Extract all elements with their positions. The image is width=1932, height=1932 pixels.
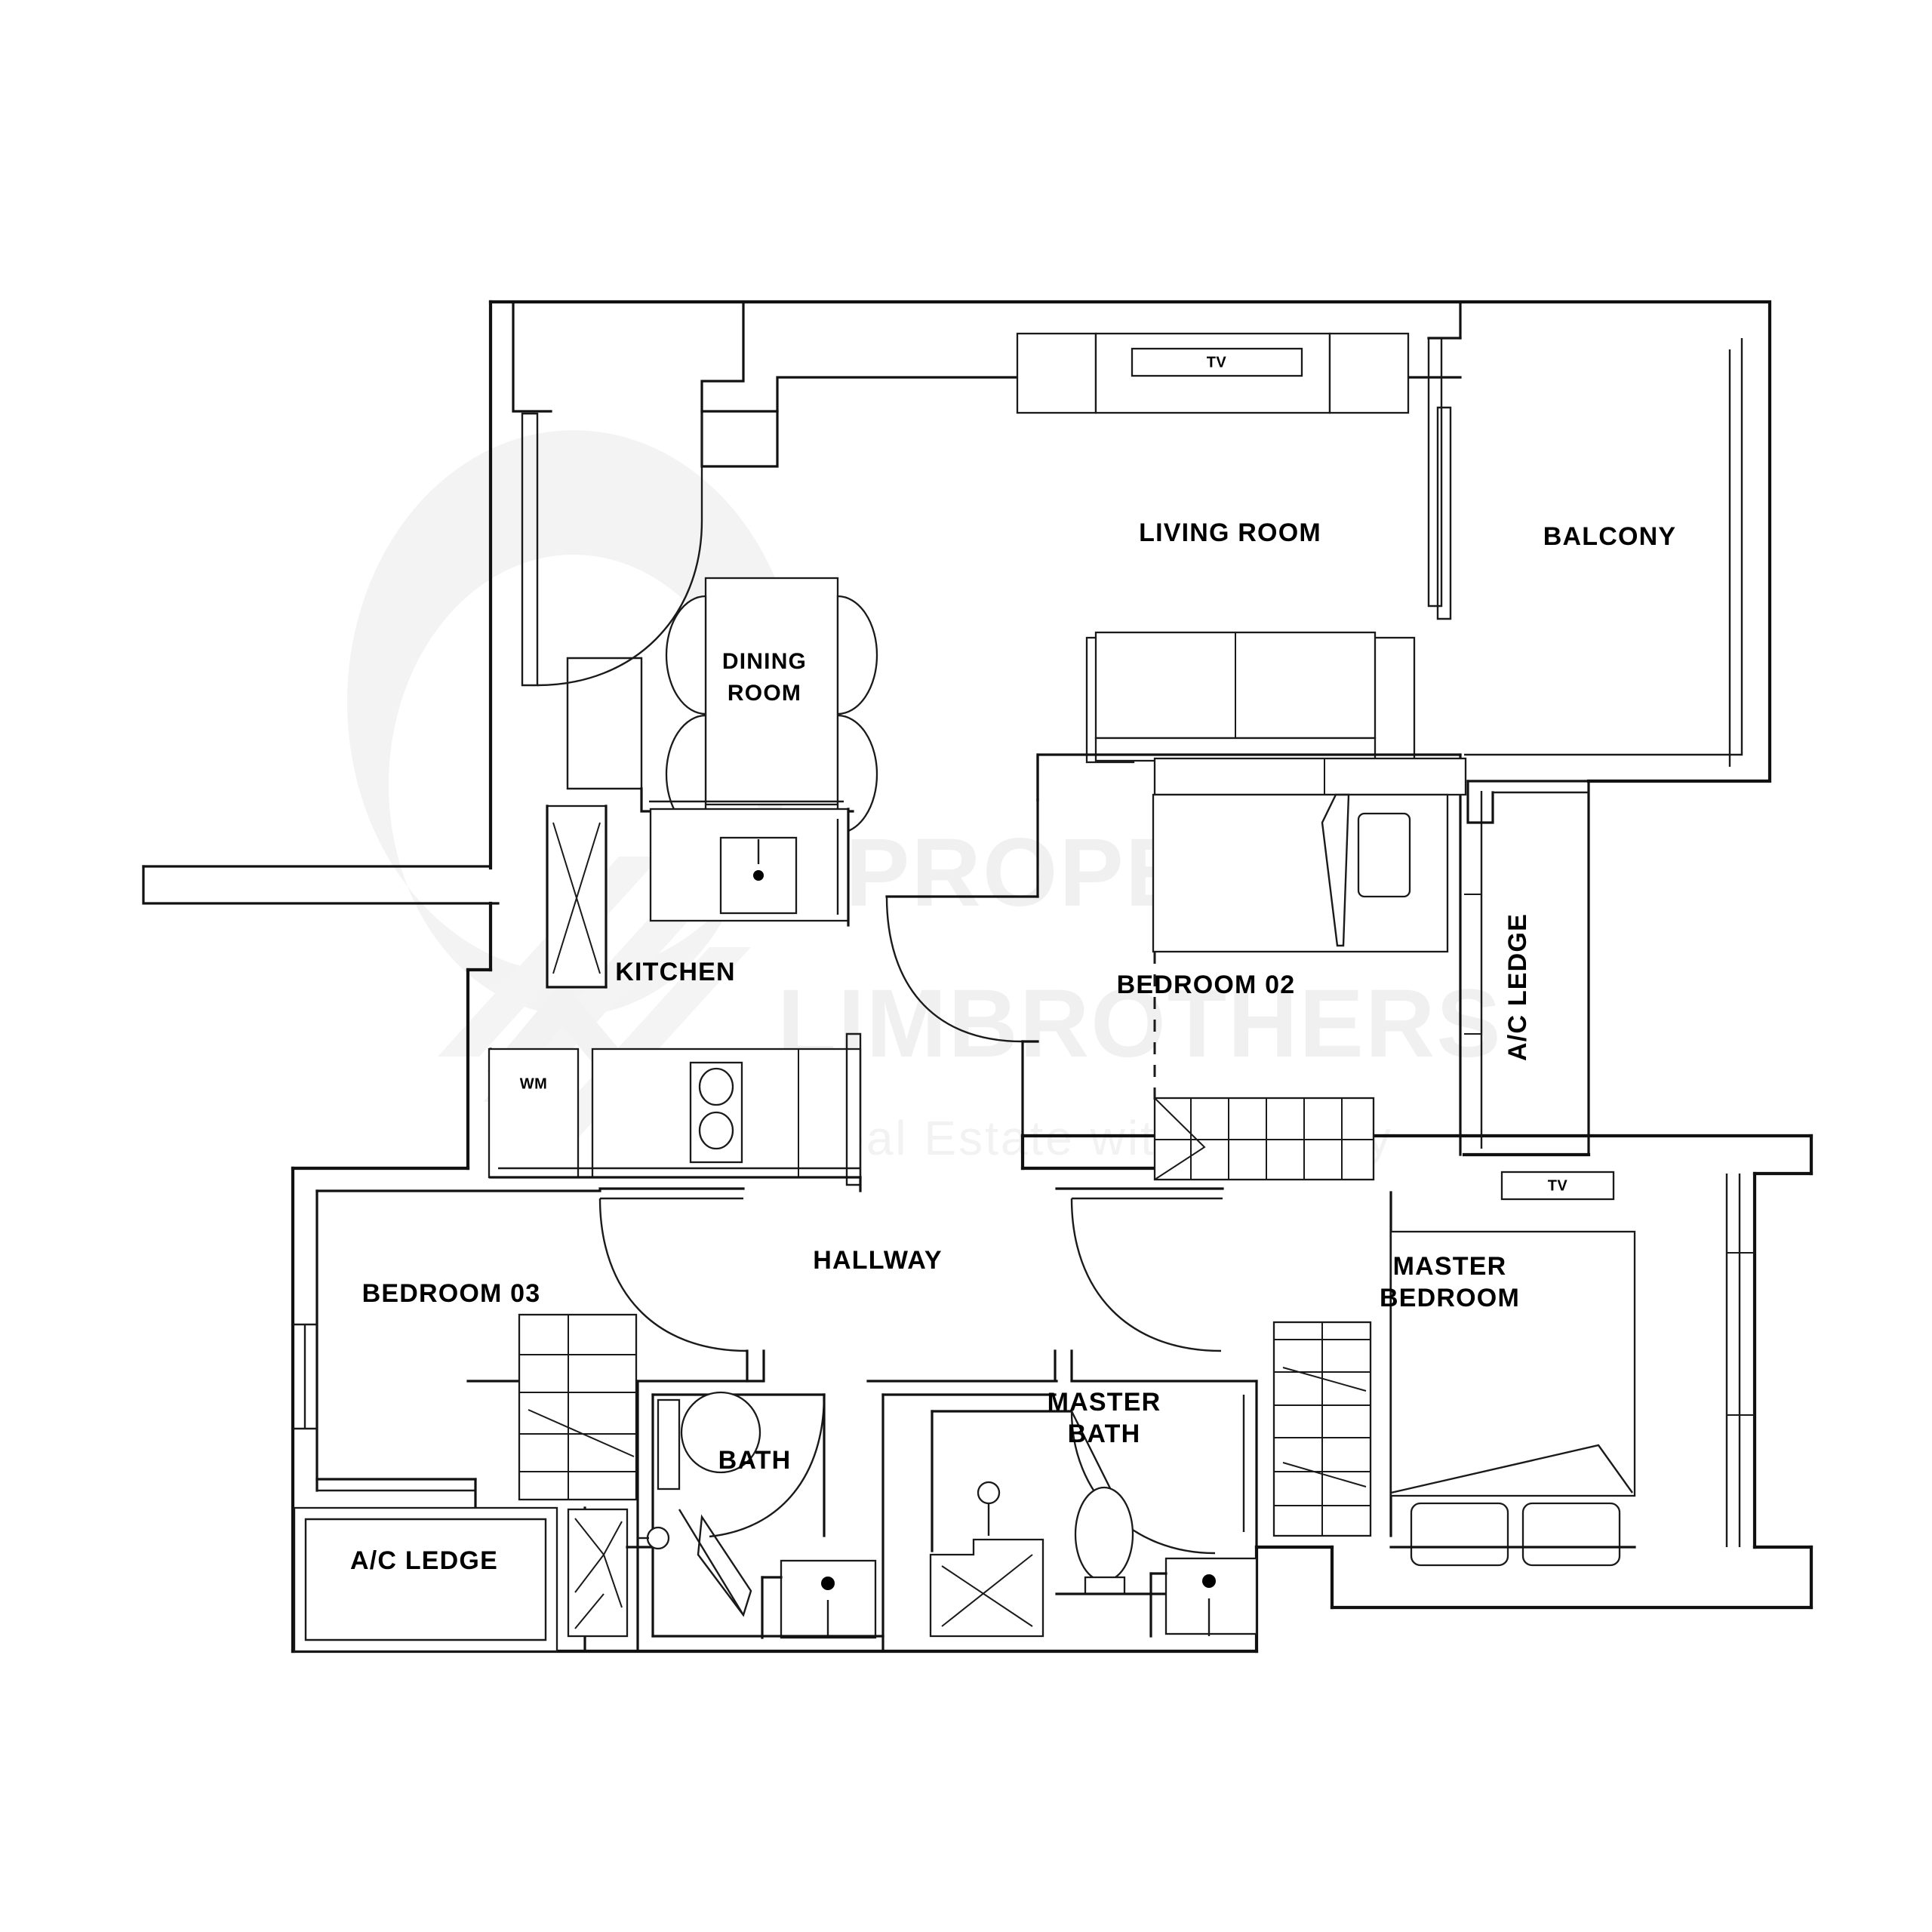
master-bed-duvet-fold bbox=[1390, 1444, 1633, 1494]
bedroom03-wardrobe bbox=[518, 1313, 638, 1501]
bedroom-03-area bbox=[293, 1189, 638, 1653]
tv-console-left bbox=[1016, 332, 1097, 414]
dining-sideboard bbox=[566, 657, 643, 790]
tv-console-right bbox=[1328, 332, 1410, 414]
watermark-line2: LIMBROTHERS bbox=[777, 970, 1503, 1078]
master-bed bbox=[1389, 1230, 1636, 1497]
kitchen-area: WM bbox=[488, 787, 1039, 1192]
label-living-room: LIVING ROOM bbox=[1139, 518, 1321, 547]
washing-machine-box bbox=[488, 1048, 580, 1179]
tv-unit-master bbox=[1500, 1171, 1615, 1201]
bedroom02-closet-strip bbox=[1153, 757, 1467, 796]
dining-table bbox=[704, 577, 839, 806]
label-hallway: HALLWAY bbox=[813, 1246, 943, 1275]
master-pillow-left bbox=[1410, 1502, 1509, 1567]
label-ac-ledge-lower: A/C LEDGE bbox=[350, 1546, 498, 1575]
label-dining-room-line1: DINING bbox=[722, 649, 807, 674]
room-labels: LIVING ROOM BALCONY DINING ROOM KITCHEN … bbox=[350, 518, 1677, 1575]
master-bath-vanity-basin bbox=[1164, 1557, 1258, 1635]
bedroom-02-area bbox=[1021, 753, 1467, 1181]
bedroom02-stair-grid bbox=[1153, 1097, 1375, 1181]
master-bath-shower-head bbox=[977, 1481, 1001, 1505]
master-bath-area bbox=[881, 1380, 1258, 1653]
sofa-seat bbox=[1094, 737, 1377, 762]
bath-door-knob bbox=[646, 1526, 670, 1550]
bath-toilet-bowl bbox=[680, 1391, 761, 1474]
living-room-area: TV bbox=[512, 300, 1743, 767]
label-master-bath-line1: MASTER bbox=[1048, 1388, 1161, 1417]
bedroom02-duvet-fold bbox=[1321, 793, 1350, 947]
dining-chair-right-2 bbox=[836, 714, 878, 835]
label-kitchen: KITCHEN bbox=[615, 958, 736, 986]
master-bath-shower-tray bbox=[929, 1538, 1044, 1638]
label-bedroom-02: BEDROOM 02 bbox=[1117, 971, 1296, 999]
hob-burner-2 bbox=[698, 1111, 734, 1150]
master-bath-toilet-base bbox=[1084, 1576, 1126, 1595]
ac-ledge-upper-area bbox=[1464, 780, 1590, 1149]
label-dining-room-line2: ROOM bbox=[728, 681, 801, 706]
dining-room-area bbox=[566, 577, 878, 835]
master-pillow-right bbox=[1521, 1502, 1621, 1567]
dining-chair-right-1 bbox=[836, 595, 878, 715]
label-ac-ledge-upper: A/C LEDGE bbox=[1503, 913, 1532, 1061]
label-master-bedroom-line1: MASTER bbox=[1393, 1252, 1507, 1281]
tv-label-master: TV bbox=[1548, 1177, 1568, 1194]
wm-label: WM bbox=[520, 1075, 548, 1092]
master-bedroom-area: TV bbox=[1272, 1171, 1755, 1567]
label-master-bath-line2: BATH bbox=[1068, 1420, 1141, 1448]
dining-chair-left-1 bbox=[665, 595, 707, 715]
bath-area bbox=[567, 1380, 884, 1653]
bedroom02-pillow bbox=[1357, 812, 1411, 898]
hob-burner-1 bbox=[698, 1067, 734, 1106]
tv-unit-living bbox=[1131, 347, 1303, 377]
bath-door-fold bbox=[697, 1514, 752, 1617]
label-balcony: BALCONY bbox=[1543, 522, 1677, 551]
label-bedroom-03: BEDROOM 03 bbox=[362, 1279, 541, 1308]
master-bath-tap-dot bbox=[1202, 1574, 1216, 1588]
label-bath: BATH bbox=[718, 1446, 792, 1475]
sink-faucet-dot bbox=[753, 870, 764, 881]
ac-ledge-lower-box bbox=[293, 1506, 558, 1653]
label-master-bedroom-line2: BEDROOM bbox=[1380, 1284, 1520, 1312]
bath-tap-dot bbox=[821, 1577, 835, 1590]
master-bath-toilet-bowl bbox=[1074, 1486, 1134, 1583]
tv-label-living: TV bbox=[1207, 354, 1227, 371]
bath-cistern bbox=[657, 1398, 681, 1491]
